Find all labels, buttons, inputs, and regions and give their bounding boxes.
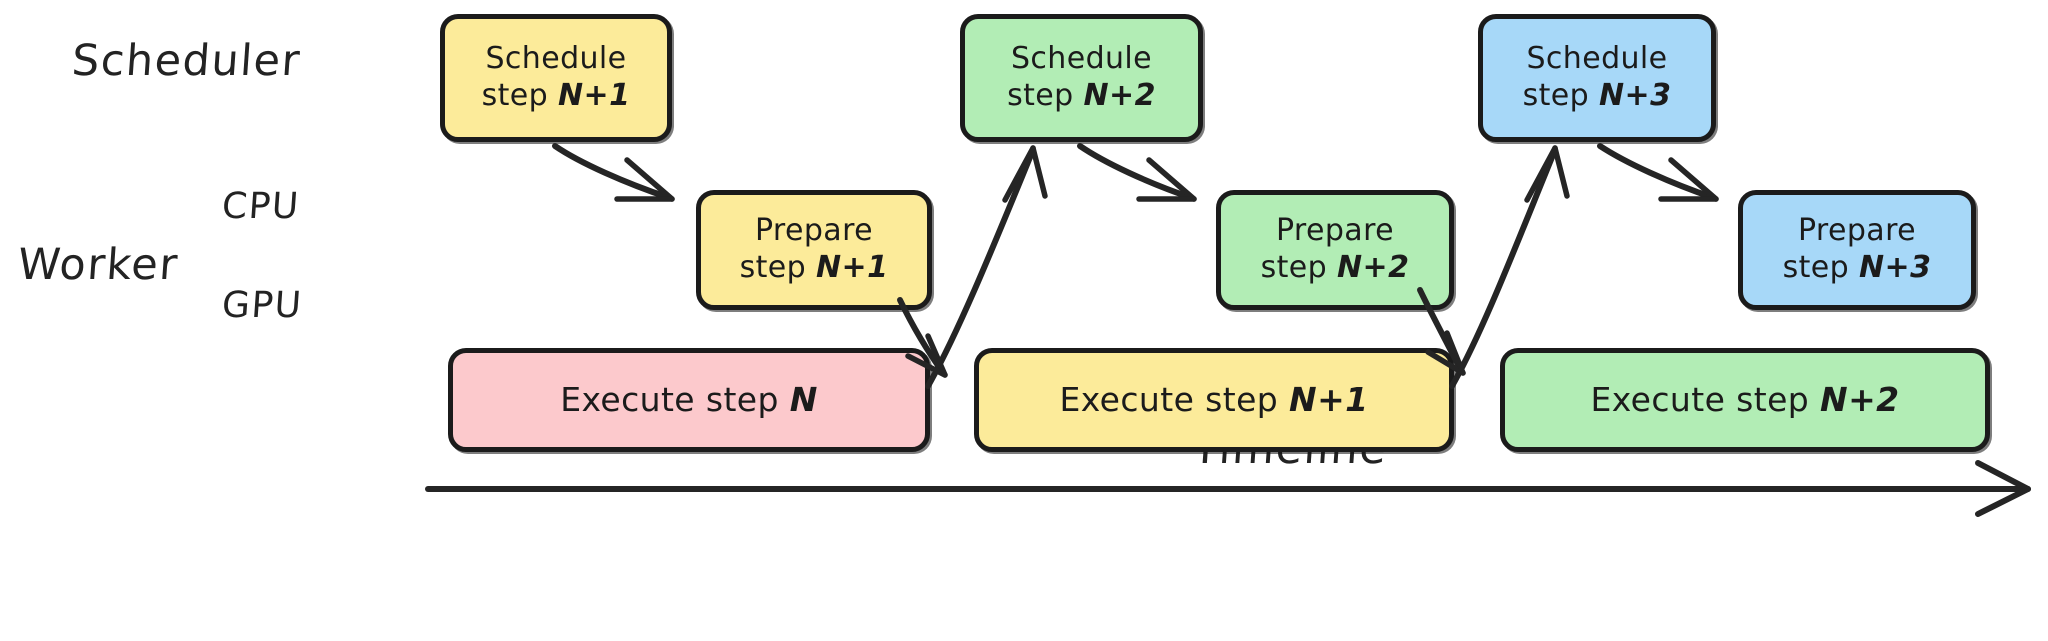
node-line-1: Execute step N+1 <box>1059 379 1369 419</box>
node-line-2: step N+1 <box>481 78 631 113</box>
node-line-2: step N+1 <box>739 250 889 285</box>
step-index: N+2 <box>1820 379 1900 419</box>
node-line-1: Prepare <box>1275 213 1395 249</box>
node-line-2: step N+3 <box>1522 78 1672 113</box>
node-prepare-step-n-plus-2[interactable]: Prepare step N+2 <box>1216 190 1454 310</box>
node-line-1: Execute step N <box>560 379 818 419</box>
node-prepare-step-n-plus-1[interactable]: Prepare step N+1 <box>696 190 932 310</box>
step-index: N+2 <box>1337 250 1410 285</box>
node-schedule-step-n-plus-2[interactable]: Schedule step N+2 <box>960 14 1203 142</box>
node-execute-step-n[interactable]: Execute step N <box>448 348 930 452</box>
step-index: N+3 <box>1859 250 1932 285</box>
step-index: N+3 <box>1599 78 1672 113</box>
node-line-2: step N+3 <box>1782 250 1932 285</box>
node-execute-step-n-plus-2[interactable]: Execute step N+2 <box>1500 348 1990 452</box>
node-execute-step-n-plus-1[interactable]: Execute step N+1 <box>974 348 1454 452</box>
node-line-1: Prepare <box>754 213 874 249</box>
node-schedule-step-n-plus-1[interactable]: Schedule step N+1 <box>440 14 672 142</box>
node-prepare-step-n-plus-3[interactable]: Prepare step N+3 <box>1738 190 1976 310</box>
lane-label-cpu: CPU <box>220 186 302 227</box>
lane-label-worker: Worker <box>16 240 181 290</box>
node-line-2: step N+2 <box>1007 78 1156 113</box>
arrow-schedule-n1-to-prepare-n1 <box>552 143 675 202</box>
step-index: N+1 <box>1289 379 1369 419</box>
arrow-schedule-n3-to-prepare-n3 <box>1597 143 1719 202</box>
step-index: N+1 <box>558 78 631 113</box>
step-index: N+2 <box>1083 78 1156 113</box>
lane-label-gpu: GPU <box>220 285 304 326</box>
node-line-1: Schedule <box>485 41 627 77</box>
step-index: N+1 <box>816 250 889 285</box>
node-schedule-step-n-plus-3[interactable]: Schedule step N+3 <box>1478 14 1716 142</box>
arrow-schedule-n2-to-prepare-n2 <box>1077 143 1197 202</box>
node-line-2: step N+2 <box>1260 250 1410 285</box>
node-line-1: Prepare <box>1797 213 1917 249</box>
node-line-1: Schedule <box>1010 41 1153 77</box>
node-line-1: Schedule <box>1526 41 1668 77</box>
step-index: N <box>789 379 818 419</box>
node-line-1: Execute step N+2 <box>1590 379 1900 419</box>
lane-label-scheduler: Scheduler <box>70 36 303 86</box>
